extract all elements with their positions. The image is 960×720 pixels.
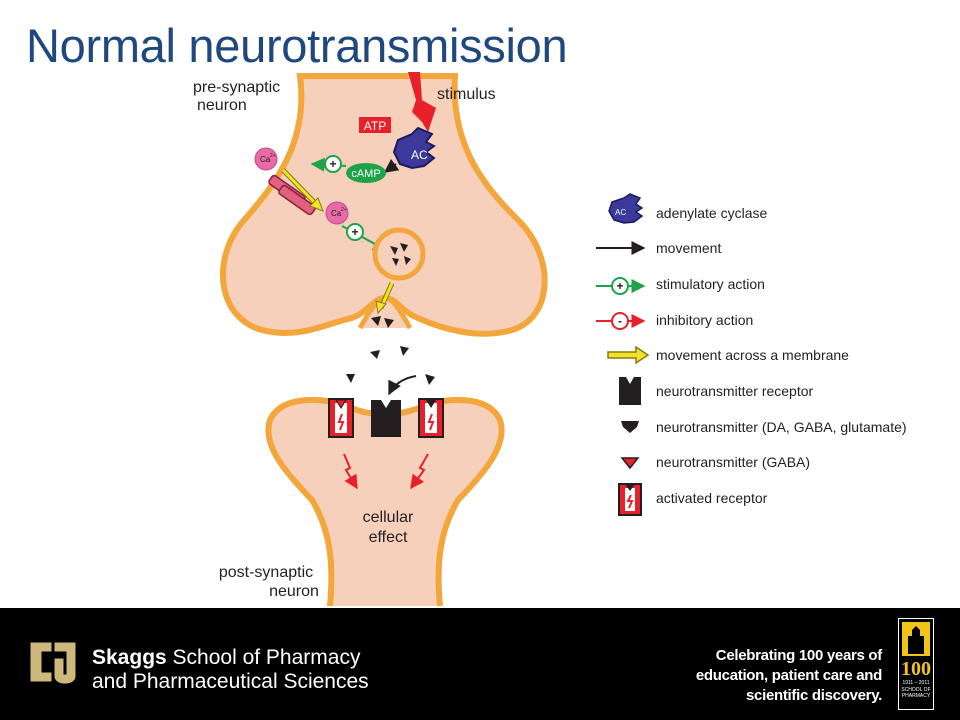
pre-synaptic-neuron bbox=[220, 73, 548, 337]
legend-label: neurotransmitter receptor bbox=[656, 383, 814, 399]
neurotransmission-diagram: pre-synaptic neuron stimulus ATP AC cAMP… bbox=[193, 72, 907, 607]
effect-arrow-left bbox=[343, 453, 358, 490]
camp-oval bbox=[346, 163, 386, 183]
atp-box bbox=[359, 117, 391, 133]
legend-label: stimulatory action bbox=[656, 276, 765, 292]
legend-item: + stimulatory action bbox=[596, 276, 765, 295]
centennial-badge: 100 1911 – 2011 SCHOOL OF PHARMACY bbox=[898, 618, 934, 710]
school-name-rest: School of Pharmacy bbox=[166, 646, 361, 669]
legend-item: movement across a membrane bbox=[607, 345, 849, 365]
svg-text:Ca: Ca bbox=[331, 209, 342, 218]
calcium-ion-outside bbox=[254, 147, 278, 171]
stimulus-label: stimulus bbox=[437, 86, 496, 103]
cu-logo-icon bbox=[29, 641, 77, 685]
ac-label: AC bbox=[411, 148, 428, 162]
legend-label: movement across a membrane bbox=[656, 347, 849, 363]
legend-item: activated receptor bbox=[618, 483, 768, 516]
school-name-line2: and Pharmaceutical Sciences bbox=[92, 670, 369, 693]
stimulatory-plus-icon-2 bbox=[346, 223, 364, 241]
synaptic-vesicle bbox=[372, 227, 426, 281]
legend-label: neurotransmitter (DA, GABA, glutamate) bbox=[656, 419, 907, 435]
neurotransmitter-red-icon bbox=[620, 457, 640, 470]
legend-item: neurotransmitter (DA, GABA, glutamate) bbox=[621, 419, 907, 435]
footer-bar: Skaggs School of Pharmacy and Pharmaceut… bbox=[0, 608, 960, 720]
school-name: Skaggs School of Pharmacy and Pharmaceut… bbox=[92, 646, 369, 694]
atp-label: ATP bbox=[364, 119, 386, 133]
legend-item: neurotransmitter (GABA) bbox=[620, 454, 810, 470]
svg-text:Ca: Ca bbox=[260, 155, 271, 164]
legend-label: movement bbox=[656, 240, 721, 256]
pre-synaptic-label-1: pre-synaptic bbox=[193, 79, 280, 96]
camp-label: cAMP bbox=[351, 168, 380, 180]
calcium-channel bbox=[268, 174, 316, 216]
legend: AC adenylate cyclase movement + stimulat… bbox=[596, 193, 907, 516]
stimulatory-plus-icon bbox=[324, 155, 342, 173]
legend-label: activated receptor bbox=[656, 490, 768, 506]
adenylate-cyclase-icon bbox=[392, 126, 436, 170]
centennial-message: Celebrating 100 years of education, pati… bbox=[695, 647, 882, 704]
adenylate-cyclase-icon bbox=[608, 193, 644, 224]
stimulus-lightning-icon bbox=[408, 72, 436, 132]
membrane-arrow-icon bbox=[607, 345, 650, 365]
svg-text:-: - bbox=[618, 314, 622, 328]
school-name-bold: Skaggs bbox=[92, 646, 167, 669]
receptor-icon bbox=[619, 377, 641, 405]
badge-years: 1911 – 2011 bbox=[902, 680, 930, 686]
activated-receptor-icon bbox=[618, 483, 642, 516]
pre-synaptic-label-2: neuron bbox=[197, 97, 247, 114]
svg-text:+: + bbox=[616, 279, 623, 293]
svg-text:2+: 2+ bbox=[270, 153, 276, 159]
neurotransmitter-receptor-center bbox=[371, 400, 401, 437]
post-synaptic-label-2: neuron bbox=[269, 583, 319, 600]
badge-number: 100 bbox=[901, 658, 931, 680]
legend-item: movement bbox=[596, 240, 721, 256]
legend-item: neurotransmitter receptor bbox=[619, 377, 814, 405]
legend-label: inhibitory action bbox=[656, 312, 753, 328]
svg-text:AC: AC bbox=[615, 208, 626, 217]
cellular-effect-label-1: cellular bbox=[363, 509, 414, 526]
released-neurotransmitters bbox=[346, 346, 435, 385]
svg-text:+: + bbox=[351, 225, 358, 239]
legend-item: - inhibitory action bbox=[596, 312, 753, 330]
activated-receptor-right bbox=[418, 398, 444, 438]
effect-arrow-right bbox=[410, 453, 429, 490]
legend-label: adenylate cyclase bbox=[656, 205, 768, 221]
legend-label: neurotransmitter (GABA) bbox=[656, 454, 810, 470]
activated-receptor-left bbox=[328, 398, 354, 438]
slide-title: Normal neurotransmission bbox=[26, 19, 568, 72]
post-synaptic-label-1: post-synaptic bbox=[219, 564, 313, 581]
calcium-ion-inside bbox=[325, 201, 349, 225]
cellular-effect-label-2: effect bbox=[369, 529, 408, 546]
neurotransmitter-black-icon bbox=[621, 421, 639, 433]
svg-text:+: + bbox=[329, 157, 336, 171]
svg-text:2+: 2+ bbox=[341, 207, 347, 213]
badge-text: SCHOOL OF PHARMACY bbox=[901, 687, 931, 699]
legend-item: AC adenylate cyclase bbox=[608, 193, 768, 224]
